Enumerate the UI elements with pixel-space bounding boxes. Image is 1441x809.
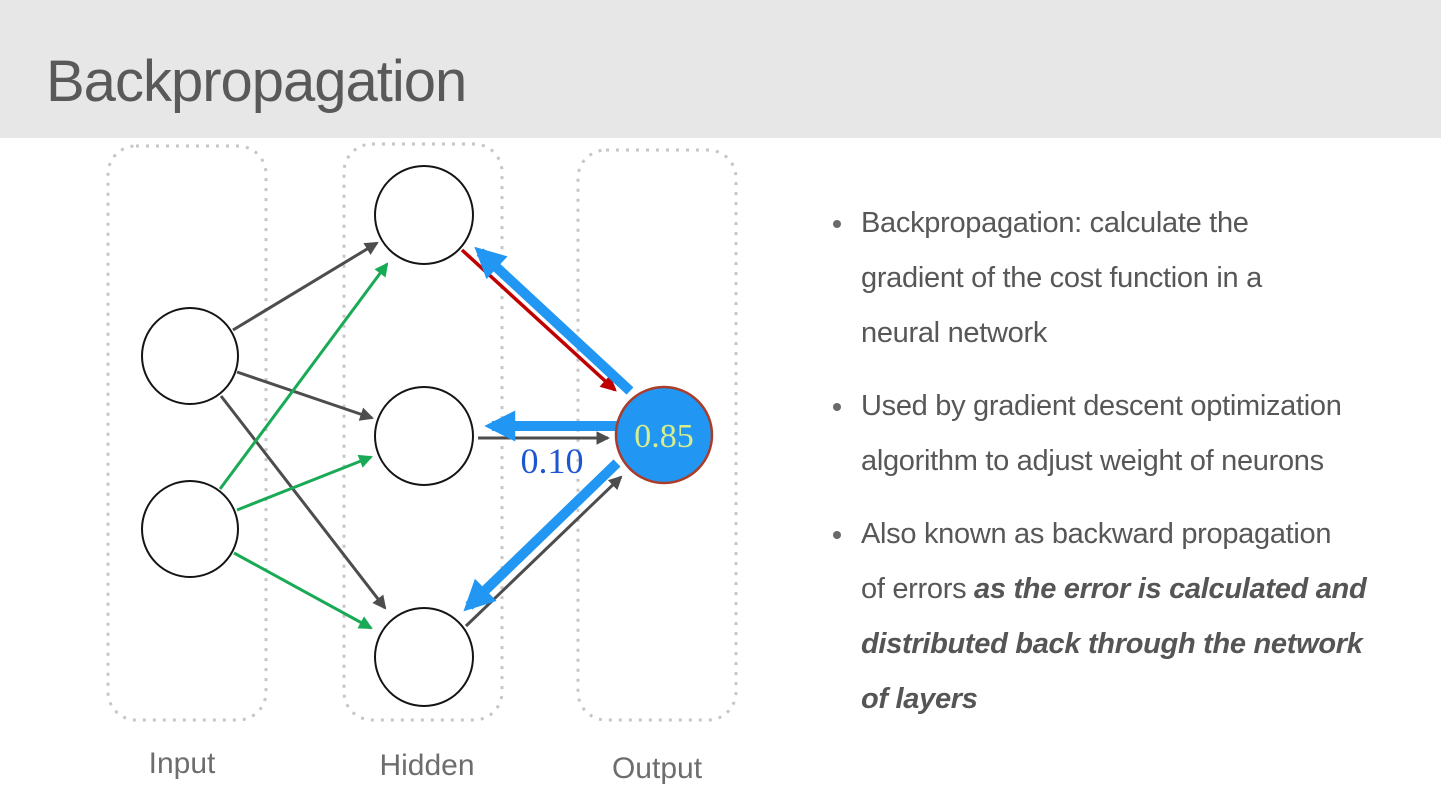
slide-title: Backpropagation [46,49,467,114]
output-layer-box [576,148,738,722]
hidden-node-3 [374,607,474,707]
input-node-1 [141,307,239,405]
forward-arrow-input2-hidden1 [218,262,389,490]
bullet-dot-icon [833,220,841,228]
hidden-node-2 [374,386,474,486]
forward-arrow-hidden3-output [464,475,623,628]
input-layer-box [106,144,268,722]
hidden-layer-label: Hidden [379,749,474,782]
input-layer-label: Input [149,747,216,780]
forward-arrow-input2-hidden2 [236,454,373,512]
input-node-2 [141,480,239,578]
hidden-node-1 [374,165,474,265]
title-band [0,0,1441,138]
output-node [614,385,714,485]
neural-network-diagram: 0.85 0.10 Input Hidden Output [106,142,738,785]
forward-arrow-input1-hidden2 [236,370,374,421]
forward-arrow-input1-hidden3 [219,395,387,610]
output-node-value: 0.85 [634,418,694,455]
bullet-dot-icon [833,403,841,411]
backward-arrow-output-hidden1 [474,246,634,395]
error-arrow-hidden1-output [460,248,617,392]
backward-arrow-output-hidden3 [463,459,621,612]
forward-arrow-input1-hidden1 [232,241,379,332]
weight-value-label: 0.10 [521,441,584,481]
bullet-dot-icon [833,531,841,539]
forward-arrow-input2-hidden3 [233,551,373,630]
output-layer-label: Output [612,752,703,785]
hidden-layer-box [342,142,504,722]
